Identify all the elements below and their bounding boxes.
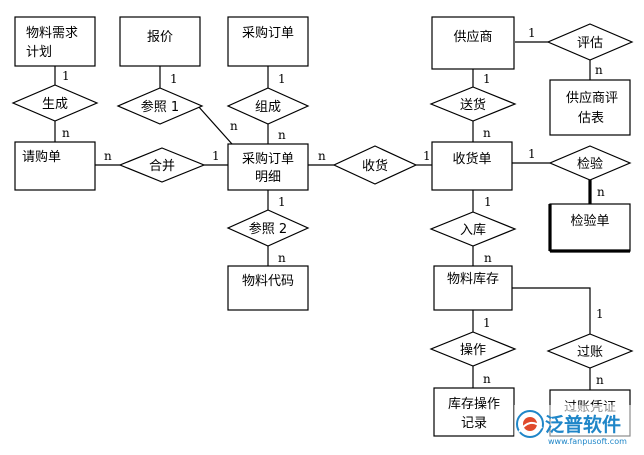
relationship-stock-in: 入库 [429,211,517,247]
relationship-generate: 生成 [11,84,99,122]
svg-text:库存操作: 库存操作 [448,396,500,412]
svg-text:供应商评: 供应商评 [566,90,618,106]
svg-text:n: n [595,63,603,77]
svg-text:记录: 记录 [461,416,487,431]
svg-text:物料库存: 物料库存 [447,271,499,287]
svg-text:1: 1 [528,147,536,161]
svg-text:n: n [104,149,112,163]
entity-inspection: 检验单 [548,203,631,253]
svg-text:物料需求: 物料需求 [26,26,78,41]
svg-text:n: n [230,119,238,133]
svg-text:评估: 评估 [577,36,603,51]
connector-lines [54,41,592,390]
relationship-ref2: 参照 2 [226,209,310,247]
svg-text:n: n [597,185,605,199]
svg-text:明细: 明细 [255,170,281,185]
svg-text:1: 1 [483,316,491,330]
svg-text:n: n [483,372,491,386]
svg-text:n: n [596,373,604,387]
relationship-merge: 合并 [118,147,206,183]
svg-text:收货单: 收货单 [452,151,491,167]
entity-receipt: 收货单 [431,141,513,191]
svg-text:检验单: 检验单 [570,213,609,229]
relationship-deliver: 送货 [429,86,517,122]
relationship-post: 过账 [546,333,634,369]
fanpu-logo: 泛普软件 www.fanpusoft.com [514,405,636,449]
svg-text:送货: 送货 [460,97,486,113]
svg-text:1: 1 [170,72,178,86]
relationship-ref1: 参照 1 [116,87,204,125]
entity-inventory-record: 库存操作 记录 [433,387,515,437]
entity-supplier-evaluation: 供应商评 估表 [549,79,631,136]
svg-text:物料代码: 物料代码 [242,274,294,289]
entity-inventory: 物料库存 [433,265,513,311]
svg-text:1: 1 [528,26,536,40]
entity-purchase-order-detail: 采购订单 明细 [227,143,309,191]
svg-text:1: 1 [278,195,286,209]
entity-material-demand-plan: 物料需求 计划 [14,16,96,67]
entity-purchase-order: 采购订单 [227,16,309,67]
svg-text:泛普软件: 泛普软件 [545,413,621,436]
svg-text:n: n [278,128,286,142]
svg-text:n: n [484,251,492,265]
svg-text:估表: 估表 [578,111,604,126]
cardinality-labels: 1 n 1 n 1 n n 1 n 1 1 n 1 n 1 n 1 n 1 n … [62,26,605,387]
svg-text:请购单: 请购单 [22,149,61,165]
svg-text:检验: 检验 [577,156,603,172]
svg-text:n: n [318,149,326,163]
relationship-compose: 组成 [226,87,310,125]
svg-text:合并: 合并 [149,159,175,174]
svg-text:1: 1 [484,195,492,209]
entity-material-code: 物料代码 [227,265,309,311]
relationship-inspect: 检验 [548,145,632,181]
relationship-receive: 收货 [332,145,418,185]
svg-text:n: n [483,126,491,140]
entity-supplier: 供应商 [431,16,515,70]
svg-text:1: 1 [278,72,286,86]
svg-text:报价: 报价 [147,30,173,45]
logo-emblem-icon [516,410,544,438]
svg-text:1: 1 [596,307,604,321]
relationship-operate: 操作 [429,331,517,367]
svg-text:采购订单: 采购订单 [242,151,294,167]
svg-text:1: 1 [483,72,491,86]
entity-requisition: 请购单 [14,141,96,191]
svg-text:操作: 操作 [460,342,486,358]
svg-text:1: 1 [62,69,70,83]
svg-text:www.fanpusoft.com: www.fanpusoft.com [548,437,627,446]
svg-text:收货: 收货 [362,158,388,174]
svg-text:生成: 生成 [42,97,68,112]
svg-text:1: 1 [423,149,431,163]
svg-text:参照 1: 参照 1 [141,99,179,115]
svg-text:入库: 入库 [460,222,486,238]
svg-text:n: n [278,251,286,265]
svg-text:参照 2: 参照 2 [249,221,287,237]
svg-text:组成: 组成 [255,100,281,115]
entity-quotation: 报价 [119,16,201,67]
svg-text:供应商: 供应商 [453,29,492,45]
svg-text:计划: 计划 [26,45,52,60]
svg-text:采购订单: 采购订单 [242,25,294,41]
svg-text:1: 1 [212,149,220,163]
svg-text:过账: 过账 [577,345,603,360]
svg-text:n: n [62,126,70,140]
relationship-evaluate: 评估 [546,23,634,61]
